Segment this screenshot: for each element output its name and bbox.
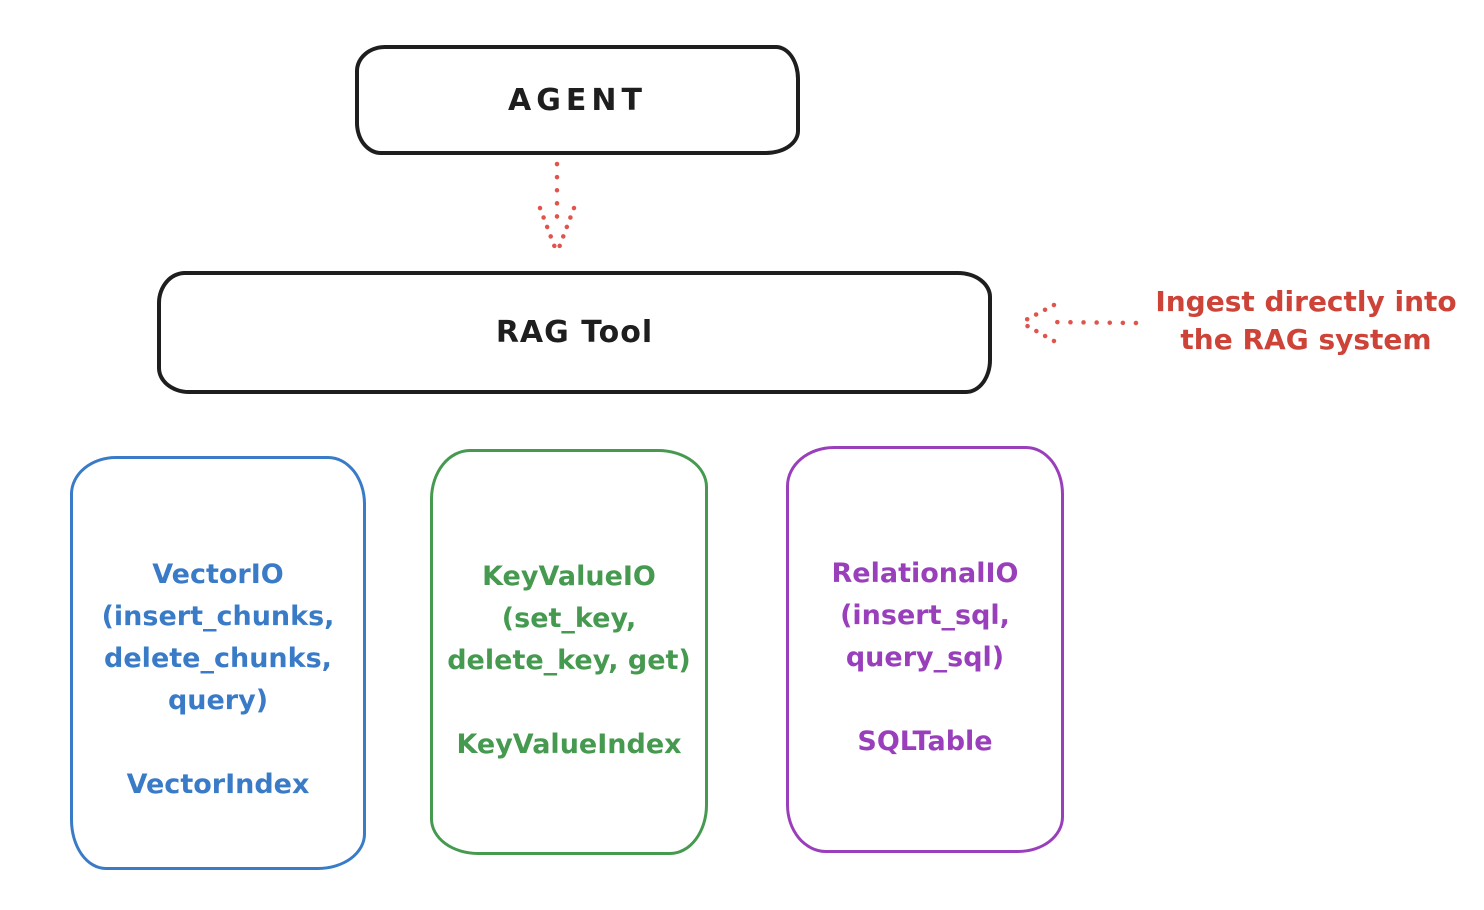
keyvalue-index-label: KeyValueIndex xyxy=(456,729,682,760)
keyvalue-io-line: KeyValueIO xyxy=(482,561,656,592)
ingest-annotation-line2: the RAG system xyxy=(1180,323,1432,356)
vector-index-label: VectorIndex xyxy=(126,769,310,800)
rag-tool-box: RAG Tool xyxy=(157,271,992,394)
keyvalue-io-line: delete_key, get) xyxy=(447,645,691,676)
arrow-agent-to-rag-icon xyxy=(537,161,577,256)
agent-label: AGENT xyxy=(508,82,647,118)
rag-tool-label: RAG Tool xyxy=(495,315,654,350)
ingest-annotation: Ingest directly into the RAG system xyxy=(1138,283,1474,359)
ingest-annotation-line1: Ingest directly into xyxy=(1155,285,1457,318)
sql-table-label: SQLTable xyxy=(857,726,993,757)
keyvalue-io-line: (set_key, xyxy=(501,603,637,634)
vector-io-box: VectorIO (insert_chunks, delete_chunks, … xyxy=(70,456,366,870)
keyvalue-io-box: KeyValueIO (set_key, delete_key, get) Ke… xyxy=(430,449,708,855)
relational-io-line: RelationalIO xyxy=(831,558,1019,589)
vector-io-line: query) xyxy=(167,685,269,716)
arrow-ingest-into-rag-icon xyxy=(1019,302,1139,344)
relational-io-box: RelationalIO (insert_sql, query_sql) SQL… xyxy=(786,446,1064,853)
relational-io-line: (insert_sql, xyxy=(840,600,1010,631)
vector-io-line: (insert_chunks, xyxy=(101,601,335,632)
vector-io-line: delete_chunks, xyxy=(104,643,332,674)
agent-box: AGENT xyxy=(355,45,800,155)
vector-io-line: VectorIO xyxy=(152,559,284,590)
relational-io-line: query_sql) xyxy=(845,642,1005,673)
